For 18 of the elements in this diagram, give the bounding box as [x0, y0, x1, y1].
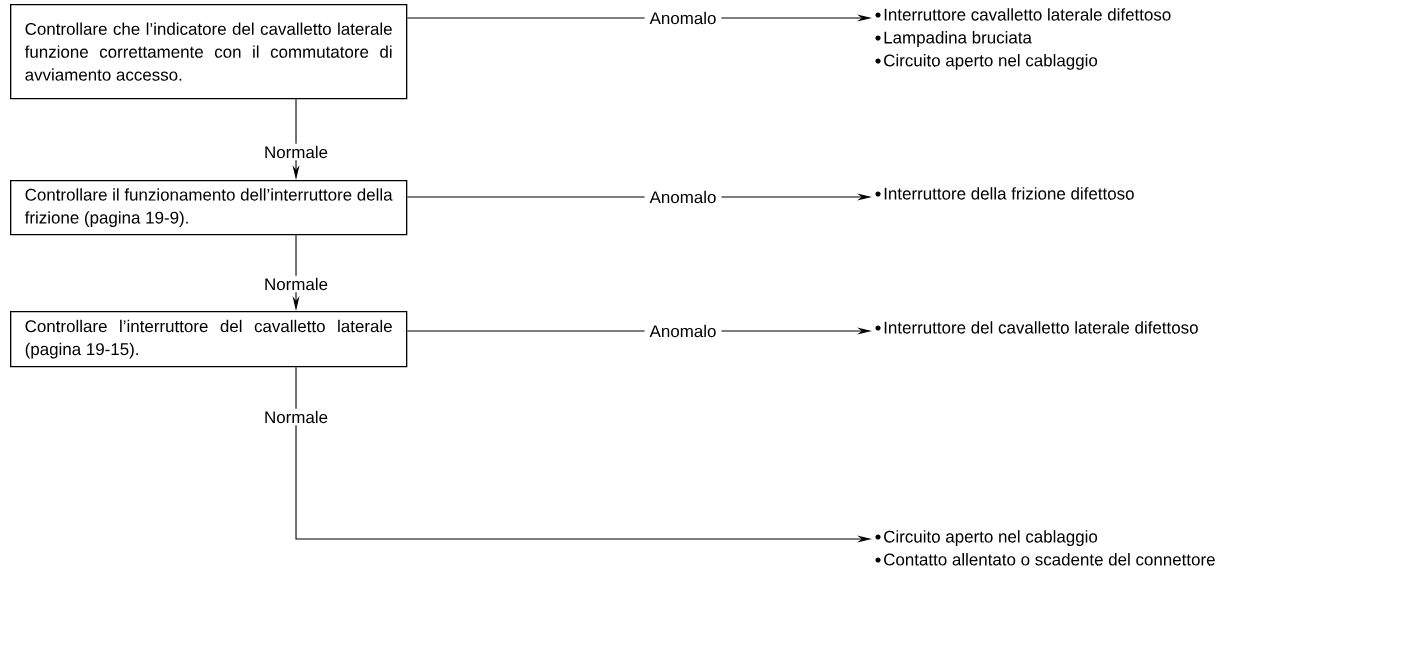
process-box: Controllare il funzionamento dell’interruttore della frizione (pagina 19-9). [10, 180, 408, 236]
process-box: Controllare che l’indicatore del cavalletto laterale funzione correttamente con il commutatore di avviamento accesso. [10, 4, 408, 100]
result-list: Circuito aperto nel cablaggio Contatto allentato o scadente del connettore [875, 530, 1215, 566]
node-label: Lampadina bruciata [884, 31, 1032, 47]
result-list: Interruttore cavalletto laterale difettoso Lampadina bruciata Circuito aperto nel cablaggio [875, 8, 1171, 70]
edge-label: Normale [259, 275, 333, 293]
edge-label: Normale [259, 143, 333, 161]
edge-label: Normale [259, 408, 333, 426]
edge-label: Anomalo [644, 188, 722, 206]
process-box: Controllare l’interruttore del cavalletto laterale (pagina 19-15). [10, 311, 408, 368]
edge-label: Anomalo [644, 322, 722, 340]
node-label: Interruttore cavalletto laterale difettoso [884, 8, 1171, 21]
edge-label: Anomalo [644, 9, 722, 27]
result-list: Interruttore della frizione difettoso [875, 187, 1134, 200]
node-label: Contatto allentato o scadente del connettore [884, 553, 1215, 566]
result-list: Interruttore del cavalletto laterale difettoso [875, 321, 1198, 334]
node-label: Circuito aperto nel cablaggio [884, 530, 1098, 546]
node-label: Circuito aperto nel cablaggio [884, 54, 1098, 70]
